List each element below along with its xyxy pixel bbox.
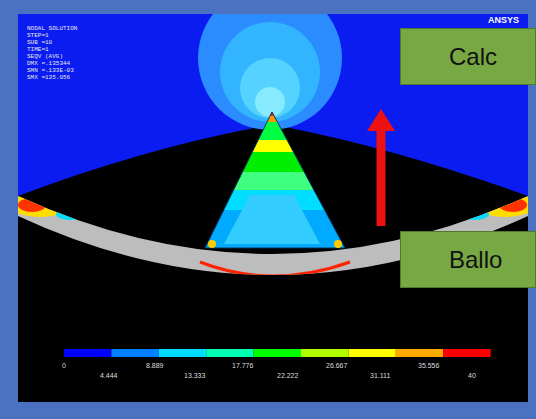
scale-value: 0 [62, 362, 66, 369]
contour-patch [461, 208, 489, 220]
scale-value: 40 [468, 372, 476, 379]
callout-text: Calc [449, 43, 497, 71]
contour-ring [220, 22, 320, 122]
callout-box: Ballo [400, 231, 536, 288]
plot-header: SUB =10 [27, 40, 52, 46]
scale-value: 4.444 [100, 372, 118, 379]
plot-header: DMX =.135344 [27, 61, 70, 67]
plot-header: STEP=1 [27, 33, 49, 39]
plot-header: SMN =.133E-03 [27, 68, 74, 74]
callout-text: Ballo [449, 246, 502, 274]
contour-ring [198, 14, 342, 130]
plot-header: SMX =135.056 [27, 75, 70, 81]
software-logo: ANSYS [488, 16, 519, 25]
scale-value: 8.889 [146, 362, 164, 369]
contour-patch [18, 193, 70, 217]
contour-patch [475, 193, 528, 217]
contour-patch [56, 208, 84, 220]
force-arrow [377, 128, 386, 226]
contact-line [200, 262, 350, 276]
color-bar [64, 349, 491, 357]
contour-patch [208, 240, 216, 248]
contour-patch [499, 198, 527, 212]
scale-value: 35.556 [418, 362, 439, 369]
scale-value: 13.333 [184, 372, 205, 379]
scale-value: 22.222 [277, 372, 298, 379]
plot-header: SEQV (AVG) [27, 54, 63, 60]
contour-ring [240, 58, 300, 118]
scale-value: 17.776 [232, 362, 253, 369]
scale-value: 26.667 [326, 362, 347, 369]
contour-ring [255, 87, 285, 117]
contour-patch [18, 198, 46, 212]
cone-outline [205, 112, 345, 248]
contour-patch [334, 240, 342, 248]
scale-value: 31.111 [370, 372, 390, 379]
plot-header: TIME=1 [27, 47, 49, 53]
force-arrowhead [367, 109, 395, 131]
plot-header: NODAL SOLUTION [27, 26, 77, 32]
cone-contours [200, 110, 350, 250]
callout-box: Calc [400, 28, 536, 85]
